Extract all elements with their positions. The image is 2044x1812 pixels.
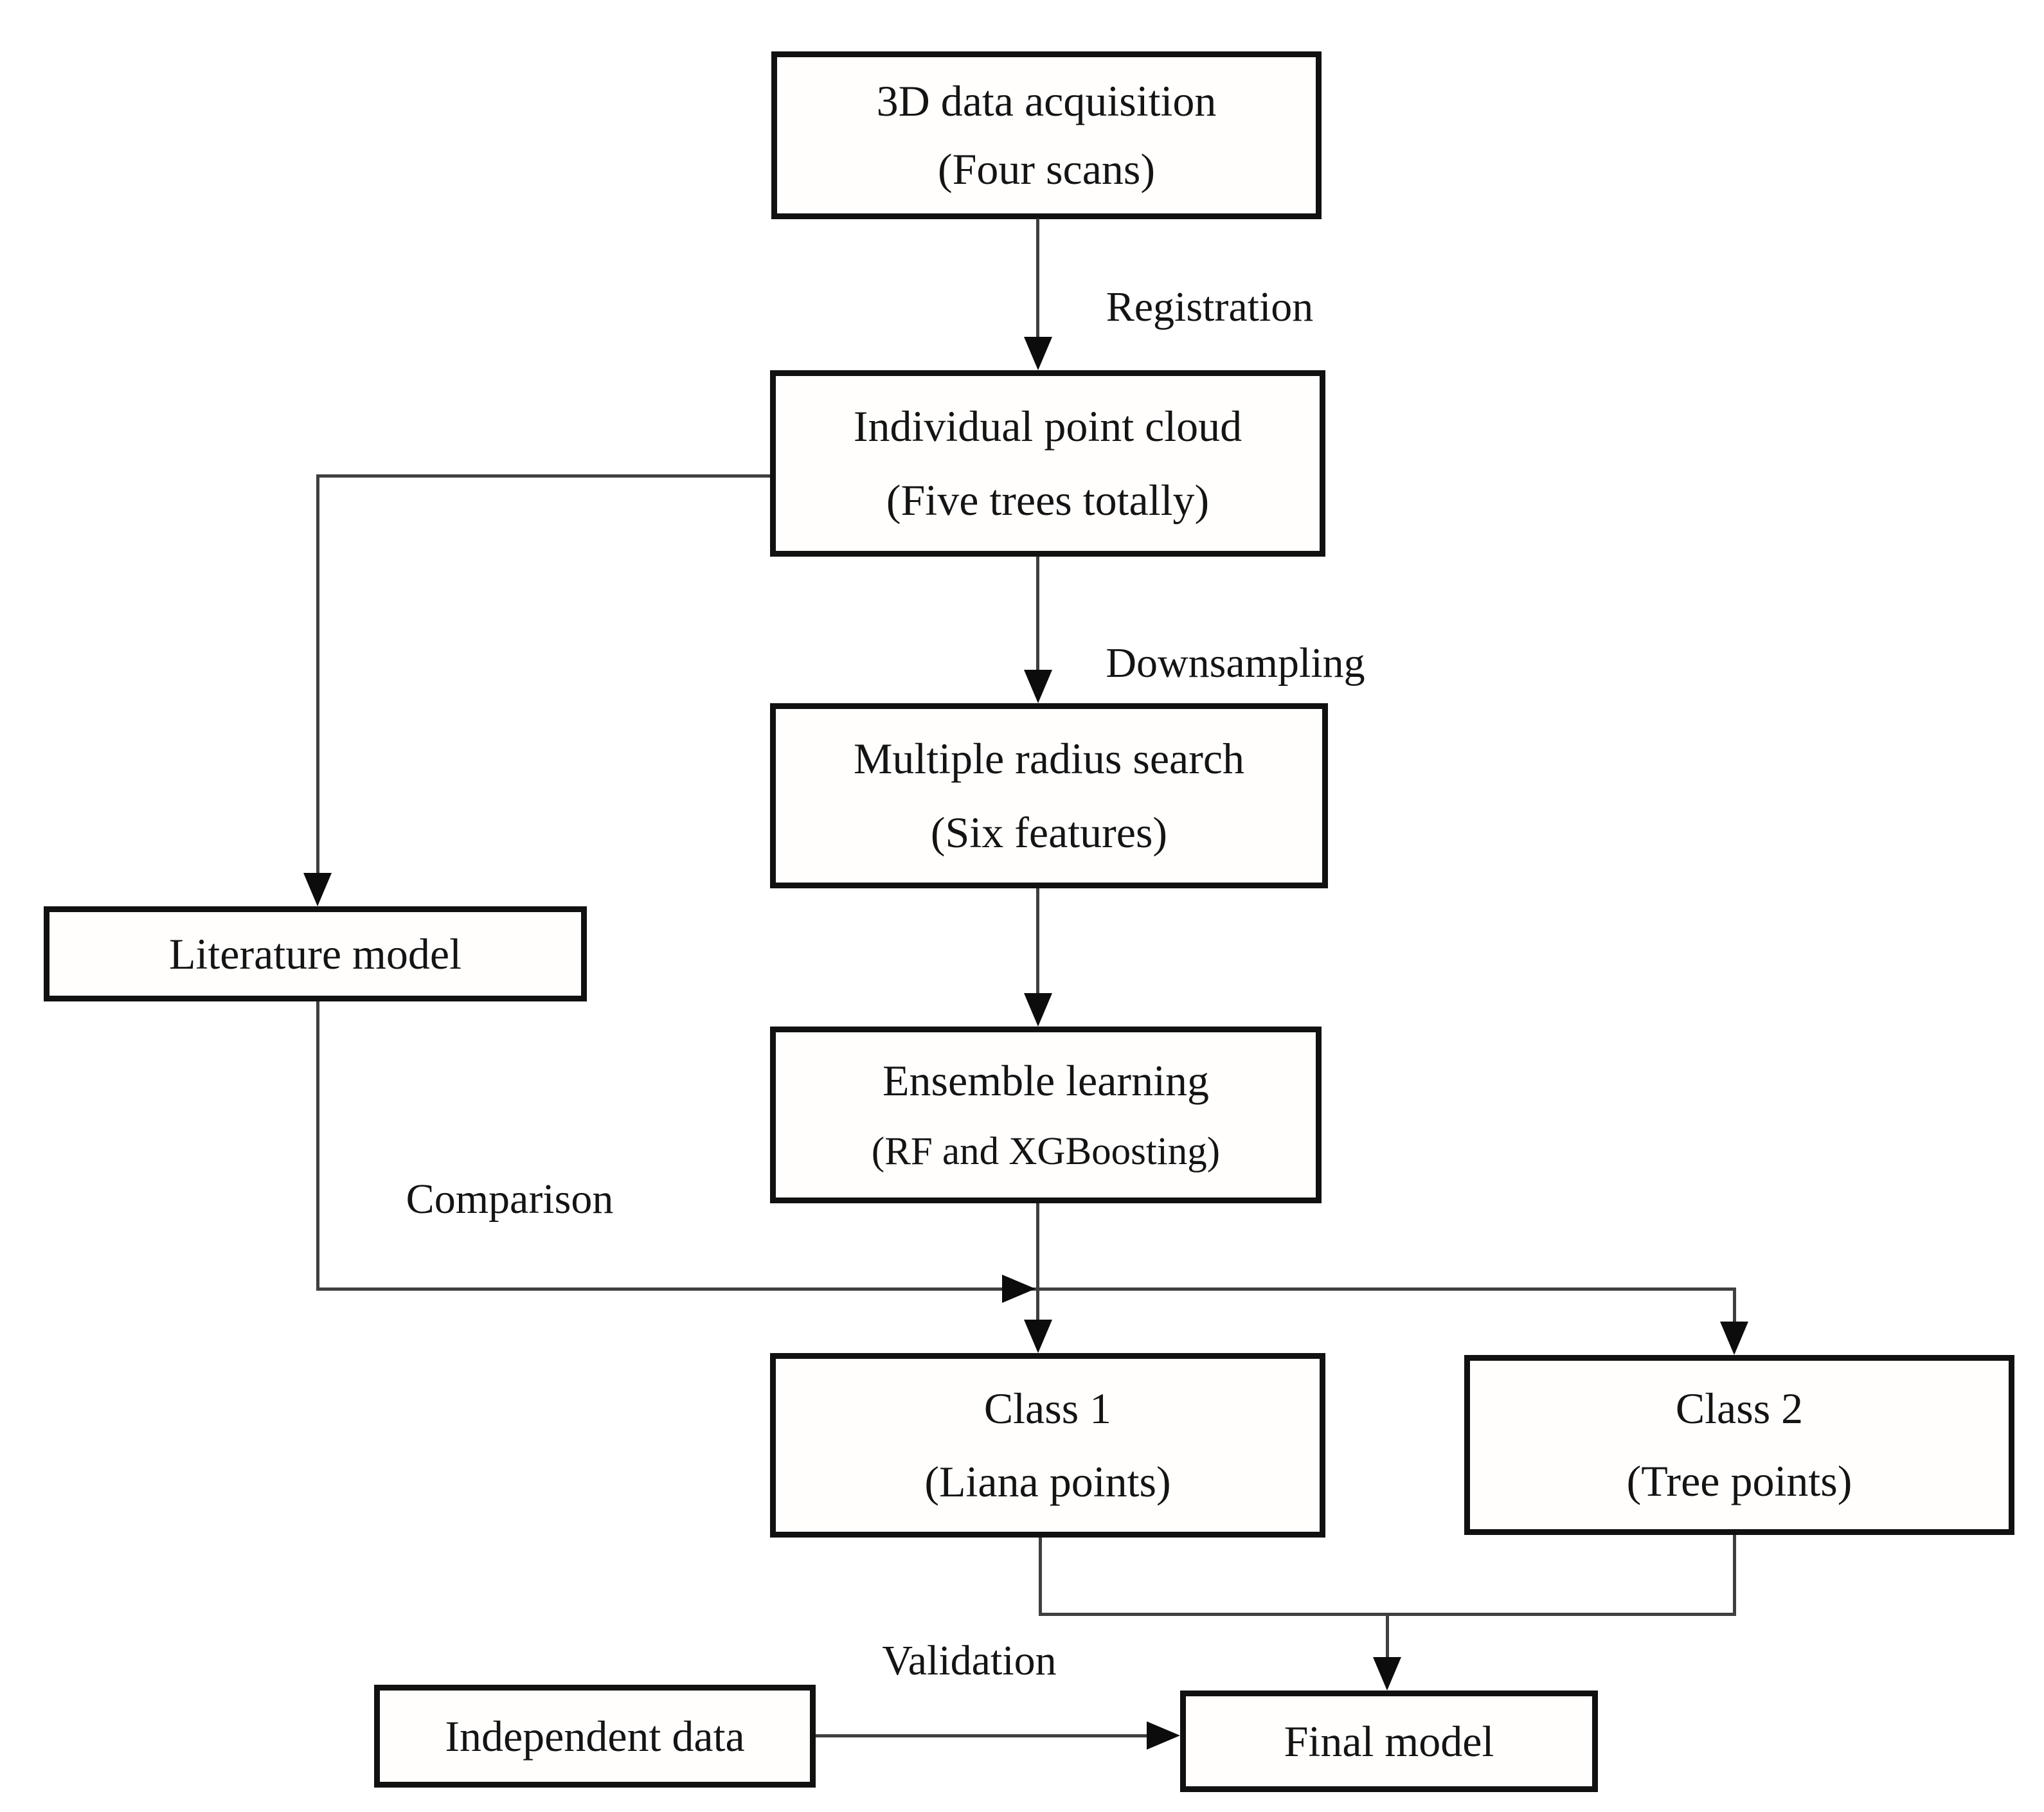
node-multiple-radius-search-line2: (Six features) xyxy=(930,808,1168,857)
edge-registration-line xyxy=(1036,219,1039,344)
node-class-1-line1: Class 1 xyxy=(983,1383,1112,1433)
node-class-2-line2: (Tree points) xyxy=(1626,1456,1852,1505)
edge-downsampling-line xyxy=(1036,557,1039,676)
arrowhead-downsampling xyxy=(1024,670,1052,703)
edge-radius-to-ensemble-line xyxy=(1036,888,1039,998)
node-individual-point-cloud: Individual point cloud (Five trees total… xyxy=(770,370,1325,557)
edge-class1-out-line xyxy=(1039,1538,1042,1616)
node-3d-data-acquisition-line2: (Four scans) xyxy=(937,145,1156,194)
node-ensemble-learning-line2: (RF and XGBoosting) xyxy=(871,1129,1221,1173)
arrowhead-validation xyxy=(1147,1721,1180,1750)
edge-label-validation: Validation xyxy=(882,1637,1057,1684)
node-class-1: Class 1 (Liana points) xyxy=(770,1353,1325,1538)
node-literature-model: Literature model xyxy=(44,906,587,1001)
edge-validation-line xyxy=(816,1734,1150,1737)
arrowhead-comparison xyxy=(1002,1275,1035,1303)
node-independent-data-line1: Independent data xyxy=(445,1711,745,1761)
arrowhead-final xyxy=(1373,1657,1401,1691)
node-multiple-radius-search-line1: Multiple radius search xyxy=(853,734,1245,784)
node-3d-data-acquisition: 3D data acquisition (Four scans) xyxy=(771,51,1322,219)
node-literature-model-line1: Literature model xyxy=(168,929,462,978)
node-individual-point-cloud-line1: Individual point cloud xyxy=(853,401,1242,451)
edge-label-registration: Registration xyxy=(1106,283,1314,330)
node-ensemble-learning-line1: Ensemble learning xyxy=(883,1056,1209,1106)
node-independent-data: Independent data xyxy=(374,1685,816,1788)
arrowhead-literature xyxy=(303,873,332,906)
arrowhead-class2 xyxy=(1720,1322,1748,1355)
node-class-2: Class 2 (Tree points) xyxy=(1464,1355,2014,1535)
node-ensemble-learning: Ensemble learning (RF and XGBoosting) xyxy=(770,1027,1322,1203)
arrowhead-class1 xyxy=(1024,1320,1052,1353)
edge-pointcloud-to-literature-hline xyxy=(318,474,770,478)
edge-to-class2-line xyxy=(1733,1287,1736,1325)
node-individual-point-cloud-line2: (Five trees totally) xyxy=(886,476,1210,525)
edge-pointcloud-to-literature-vline xyxy=(316,474,319,878)
node-class-2-line1: Class 2 xyxy=(1675,1384,1804,1433)
arrowhead-registration xyxy=(1024,337,1052,370)
edge-label-comparison: Comparison xyxy=(406,1176,614,1223)
edge-literature-down-line xyxy=(316,1001,319,1291)
arrowhead-radius-to-ensemble xyxy=(1024,993,1052,1027)
edge-class2-out-line xyxy=(1733,1535,1736,1616)
edge-label-downsampling: Downsampling xyxy=(1106,640,1365,686)
edge-ensemble-to-class1-line xyxy=(1036,1203,1039,1322)
edge-merge-to-final-line xyxy=(1386,1613,1389,1659)
node-final-model: Final model xyxy=(1180,1691,1598,1792)
node-final-model-line1: Final model xyxy=(1284,1716,1494,1766)
node-multiple-radius-search: Multiple radius search (Six features) xyxy=(770,703,1328,888)
node-3d-data-acquisition-line1: 3D data acquisition xyxy=(876,76,1217,126)
node-class-1-line2: (Liana points) xyxy=(924,1457,1171,1507)
